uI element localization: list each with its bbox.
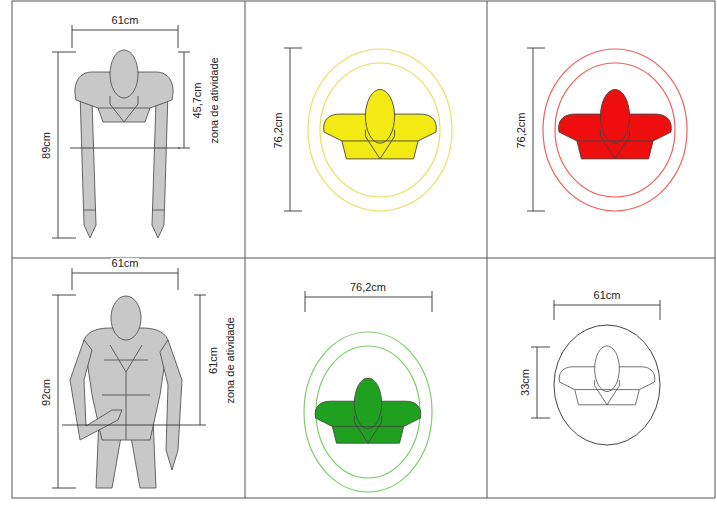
drawing-part — [52, 295, 76, 296]
standing-figure-top — [75, 50, 173, 238]
dimension-label: 76,2cm — [515, 111, 526, 149]
red-zone — [543, 49, 687, 211]
drawing-part — [554, 300, 555, 320]
dimension-lines — [527, 48, 545, 211]
dimension-label: zona de atividade — [208, 56, 219, 144]
drawing-part — [194, 425, 206, 426]
drawing-part — [72, 25, 73, 48]
dimension-label: zona de atividade — [224, 316, 235, 404]
drawing-part — [554, 305, 660, 306]
drawing-part — [304, 332, 432, 492]
drawing-part — [487, 1, 488, 498]
drawing-part — [320, 63, 440, 197]
drawing-part — [178, 52, 190, 53]
drawing-part — [12, 1, 715, 498]
drawing-part — [184, 52, 185, 148]
drawing-part — [178, 268, 179, 290]
drawing-part — [111, 296, 141, 340]
drawing-part — [52, 238, 76, 239]
drawing-part — [305, 291, 306, 312]
drawing-part — [160, 340, 182, 470]
drawing-part — [660, 300, 661, 320]
drawing-part — [315, 378, 421, 443]
drawing-part — [531, 347, 550, 348]
standing-figure-front — [70, 296, 182, 488]
dimension-label: 33cm — [520, 368, 531, 397]
drawing-part — [555, 63, 675, 197]
green-zone — [304, 332, 432, 492]
drawing-part — [533, 48, 534, 211]
drawing-part — [102, 345, 150, 440]
drawing-part — [324, 89, 437, 158]
dimension-lines — [52, 25, 190, 238]
drawing-part — [152, 92, 168, 238]
drawing-part — [80, 92, 96, 238]
drawing-part — [98, 96, 150, 122]
drawing-part — [110, 50, 138, 98]
dimension-label: 76,2cm — [349, 282, 387, 293]
drawing-part — [200, 295, 201, 425]
drawing-part — [52, 52, 76, 53]
drawing-part — [290, 48, 291, 211]
drawing-part — [554, 325, 660, 445]
drawing-part — [178, 25, 179, 48]
drawing-part — [559, 346, 655, 405]
drawing-part — [527, 48, 545, 49]
drawing-part — [284, 48, 302, 49]
dimension-label: 61cm — [111, 258, 140, 269]
drawing-part — [527, 211, 545, 212]
drawing-part — [245, 1, 246, 498]
dimension-lines — [531, 300, 660, 418]
drawing-part — [72, 273, 178, 274]
outline-zone — [554, 325, 660, 445]
dimension-label: 76,2cm — [272, 111, 283, 149]
panel-grid — [12, 1, 715, 498]
drawing-part — [70, 148, 180, 149]
dimension-label: 61cm — [208, 346, 219, 375]
dimension-label: 61cm — [111, 15, 140, 26]
dimension-lines — [52, 268, 206, 488]
drawing-part — [316, 346, 420, 478]
drawing-part — [62, 425, 194, 426]
dimension-label: 89cm — [41, 131, 52, 160]
dimension-label: 61cm — [593, 290, 622, 301]
drawing-part — [543, 49, 687, 211]
drawing-part — [84, 210, 164, 211]
drawing-part — [58, 295, 59, 488]
yellow-zone — [308, 49, 452, 211]
drawing-part — [537, 347, 538, 418]
drawing-part — [52, 488, 76, 489]
drawing-part — [72, 268, 73, 290]
drawing-part — [58, 52, 59, 238]
dimension-lines — [284, 48, 302, 211]
drawing-part — [72, 30, 178, 31]
drawing-part — [559, 89, 672, 158]
drawing-part — [284, 211, 302, 212]
drawing-part — [432, 291, 433, 312]
drawing-part — [308, 49, 452, 211]
dimension-label: 92cm — [41, 378, 52, 407]
drawing-part — [531, 418, 550, 419]
dimension-label: 45,7cm — [191, 81, 202, 119]
dimension-lines — [305, 291, 432, 312]
drawing-part — [194, 295, 206, 296]
drawing-part — [305, 297, 432, 298]
